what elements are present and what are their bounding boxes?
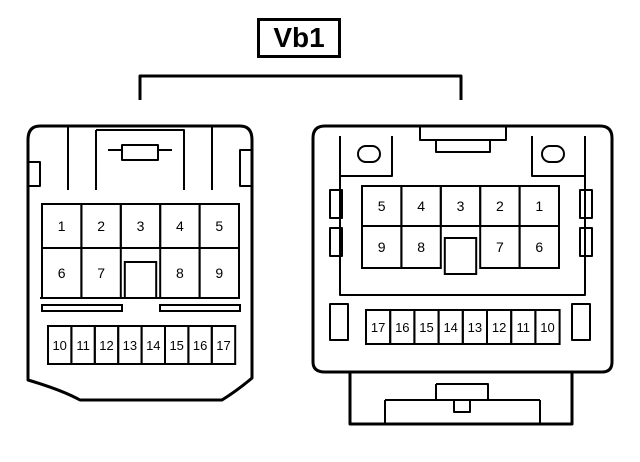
left-pin-11-label: 11	[76, 338, 90, 353]
right-pin-4-label: 4	[417, 198, 425, 214]
right-pin-1-label: 1	[535, 198, 543, 214]
left-pin-10-label: 10	[52, 338, 66, 353]
left-pin-8-label: 8	[176, 265, 184, 281]
left-pin-17-cavity	[210, 325, 237, 365]
right-pin-8-cavity	[400, 225, 442, 269]
left-pin-5-label: 5	[215, 218, 223, 234]
left-pin-1-label: 1	[58, 218, 66, 234]
right-pin-8-label: 8	[417, 239, 425, 255]
right-pin-7-label: 7	[496, 239, 504, 255]
right-pin-16-label: 16	[395, 320, 409, 335]
left-pin-6-label: 6	[58, 265, 66, 281]
connector-title: Vb1	[257, 18, 341, 58]
left-pin-4-label: 4	[176, 218, 184, 234]
right-pin-17-label: 17	[371, 320, 385, 335]
right-pin-13-label: 13	[468, 320, 482, 335]
left-pin-13-label: 13	[123, 338, 137, 353]
right-pin-6-cavity	[518, 225, 560, 269]
left-separator-bar	[159, 304, 241, 312]
left-pin-3-label: 3	[137, 218, 145, 234]
right-pin-14-label: 14	[443, 320, 457, 335]
left-pin-12-label: 12	[99, 338, 113, 353]
right-key-slot	[443, 237, 478, 275]
right-pin-15-label: 15	[419, 320, 433, 335]
right-pin-9-label: 9	[378, 239, 386, 255]
left-pin-9-cavity	[198, 247, 241, 299]
right-pin-5-label: 5	[378, 198, 386, 214]
right-pin-10-label: 10	[540, 320, 554, 335]
right-pin-3-label: 3	[457, 198, 465, 214]
right-pin-11-label: 11	[517, 320, 531, 335]
left-pin-9-label: 9	[215, 265, 223, 281]
right-pin-10-cavity	[534, 309, 561, 345]
left-key-slot	[123, 261, 158, 299]
right-connector	[311, 124, 614, 426]
left-pin-2-label: 2	[97, 218, 105, 234]
title-bracket	[138, 74, 463, 100]
left-pin-17-label: 17	[216, 338, 230, 353]
left-pin-14-label: 14	[146, 338, 160, 353]
left-pin-16-label: 16	[193, 338, 207, 353]
right-pin-6-label: 6	[535, 239, 543, 255]
left-separator-bar	[41, 304, 123, 312]
right-pin-12-label: 12	[492, 320, 506, 335]
left-pin-7-label: 7	[97, 265, 105, 281]
left-pin-15-label: 15	[169, 338, 183, 353]
left-pin-7-cavity	[80, 247, 122, 299]
right-pin-2-label: 2	[496, 198, 504, 214]
